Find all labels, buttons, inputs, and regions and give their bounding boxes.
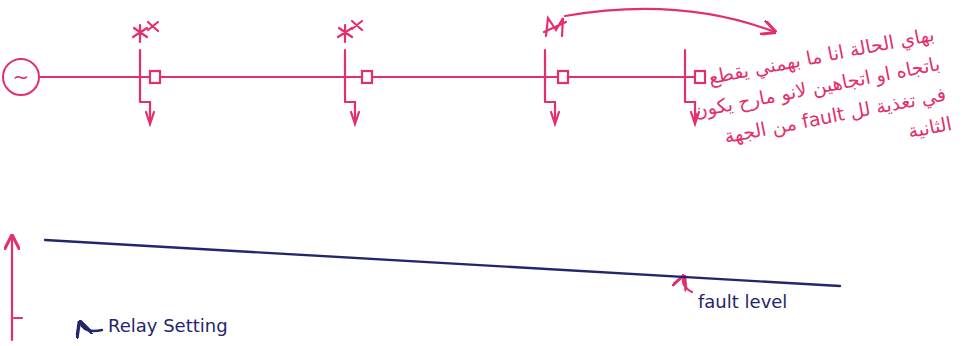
source-symbol: ~ <box>13 67 30 87</box>
leader-line <box>80 322 102 331</box>
arabic-note: بهاي الحالة انا ما بهمني يقطع باتجاه او … <box>681 19 955 187</box>
source-circle: ~ <box>2 58 40 96</box>
callout-arrow <box>565 9 775 32</box>
fault-level-line <box>45 240 840 286</box>
axis-label: Relay Setting <box>108 312 228 341</box>
bus-2 <box>338 21 372 124</box>
bus-3 <box>544 18 568 124</box>
axis-tick <box>14 317 22 319</box>
graph-axis <box>11 236 13 340</box>
bus-1 <box>133 22 160 124</box>
axis-label: fault level <box>698 288 787 317</box>
